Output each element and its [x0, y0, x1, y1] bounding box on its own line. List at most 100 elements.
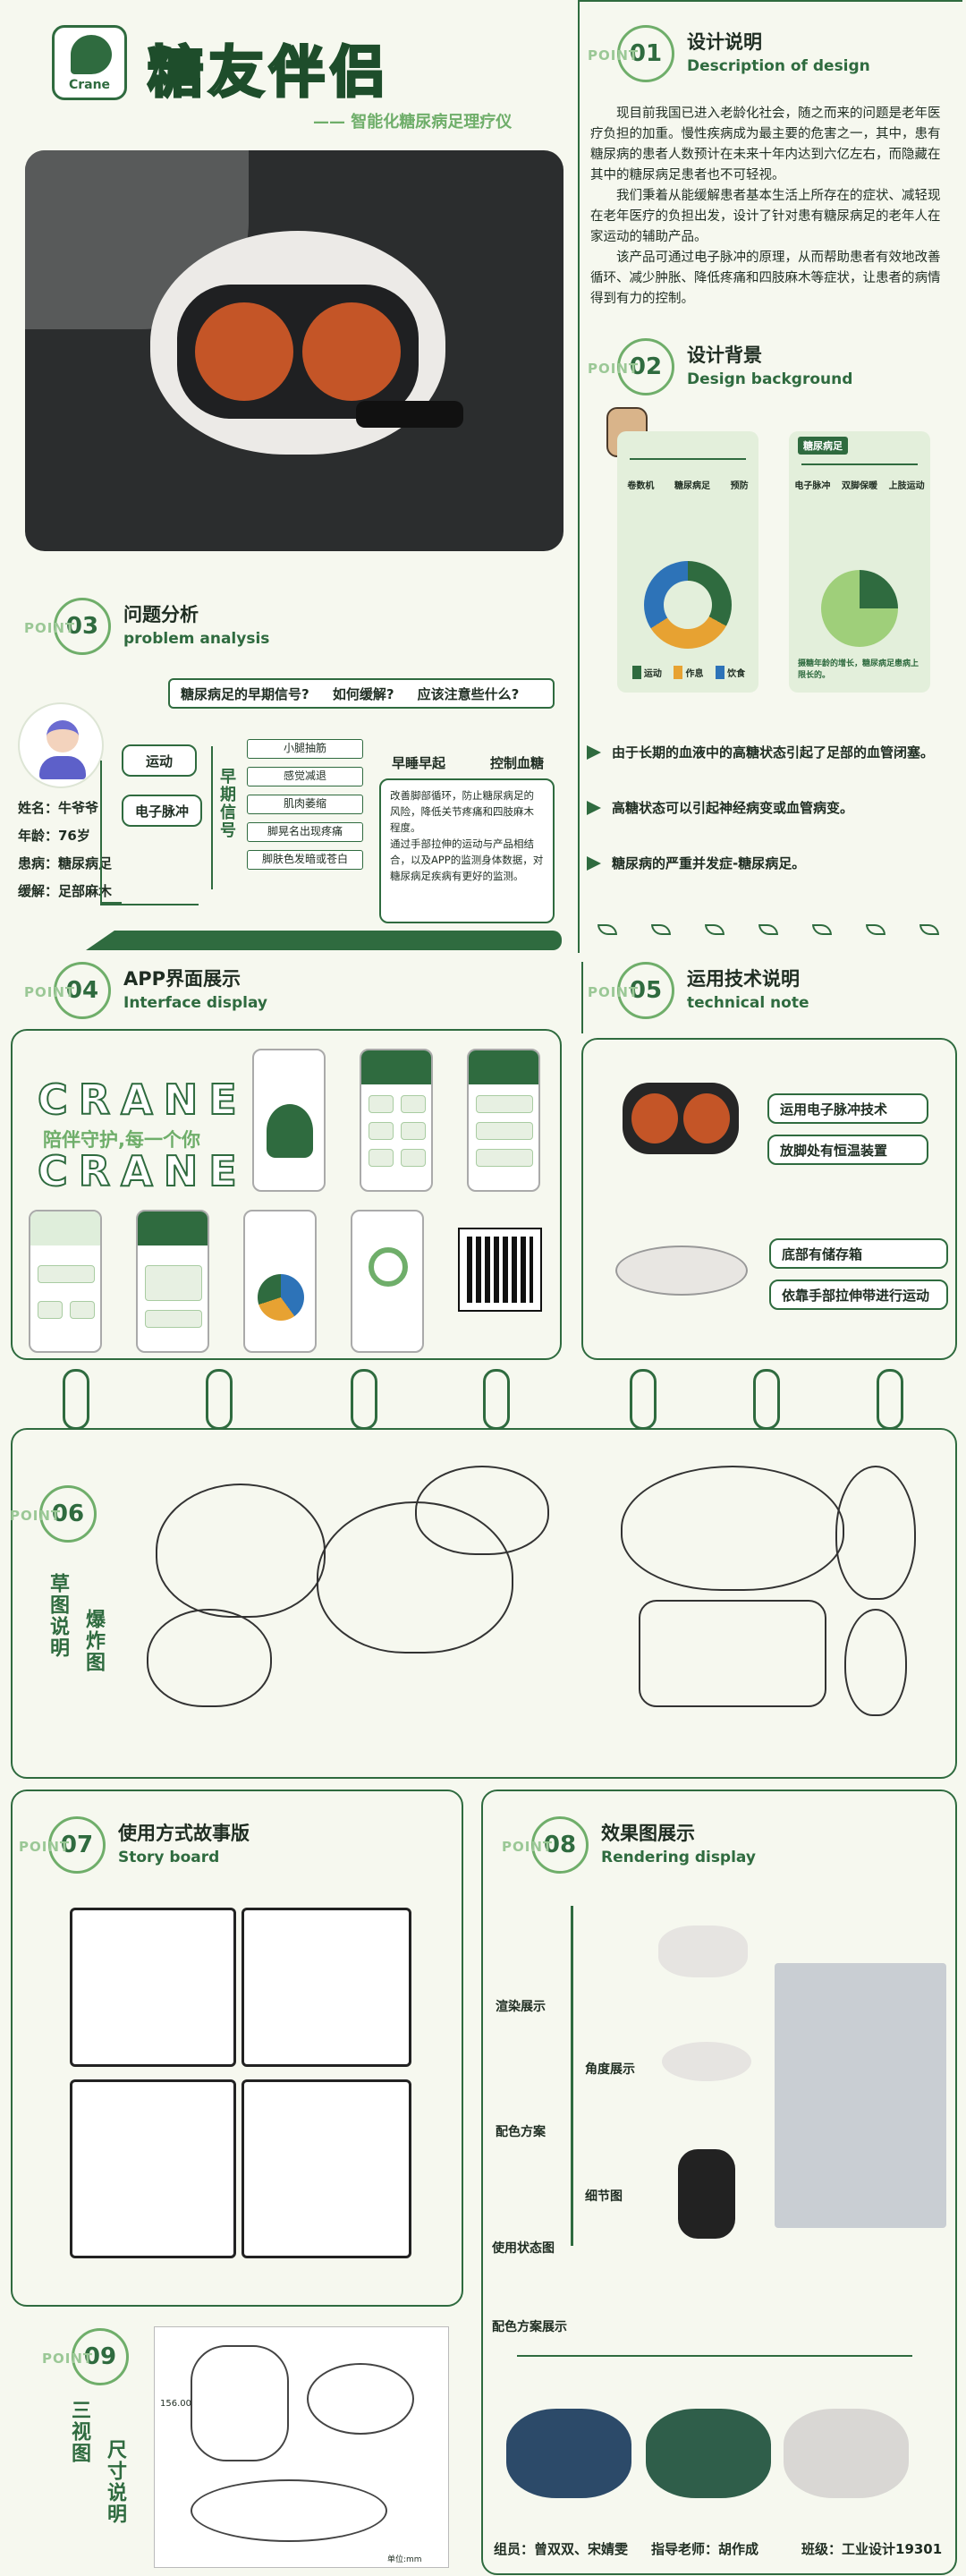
- section-title-cn: 设计背景: [687, 344, 762, 367]
- point-number: 05: [629, 977, 663, 1004]
- legend-diet: 饮食: [716, 666, 745, 679]
- background-bullet: 高糖状态可以引起神经病变或血管病变。: [587, 798, 853, 817]
- legend-rest: 作息: [674, 666, 703, 679]
- app-screen-detail: [136, 1210, 209, 1353]
- hero-product-photo: [25, 150, 564, 551]
- footer-class: 班级：工业设计19301: [801, 2541, 943, 2557]
- section-title-cn: 运用技术说明: [687, 968, 800, 990]
- footer-group: 组员：曾双双、宋婧雯: [494, 2541, 629, 2557]
- story-frame-3: [70, 2079, 236, 2258]
- background-bullet: 糖尿病的严重并发症-糖尿病足。: [587, 854, 805, 872]
- point-label: POINT: [502, 1839, 554, 1855]
- point-number: 08: [543, 1832, 577, 1858]
- technical-panel: 运用电子脉冲技术 放脚处有恒温装置 底部有储存箱 依靠手部拉伸带进行运动: [581, 1038, 957, 1360]
- story-frame-4: [242, 2079, 411, 2258]
- timeline-label: 渲染展示: [496, 2000, 546, 2014]
- point-label: POINT: [24, 984, 76, 1000]
- point-number: 07: [60, 1832, 94, 1858]
- legend-exercise: 运动: [631, 666, 662, 679]
- background-card-left: 卷数机糖尿病足预防 运动 作息 饮食: [617, 431, 758, 693]
- early-signal-label: 早期信号: [217, 768, 236, 839]
- point-label: POINT: [588, 47, 640, 64]
- point-label: POINT: [42, 2351, 94, 2367]
- crane-logo-icon: [71, 35, 112, 74]
- page-title: 糖友伴侣: [146, 38, 392, 106]
- tag-exercise: 运动: [122, 744, 197, 777]
- tech-note-band: 依靠手部拉伸带进行运动: [769, 1279, 948, 1310]
- logo: Crane: [52, 25, 127, 100]
- scheme-white: [784, 2409, 909, 2498]
- leaf-decoration: [597, 922, 966, 939]
- section-title-en: problem analysis: [123, 629, 270, 648]
- product-top-view: [623, 1083, 739, 1154]
- footer-teacher: 指导老师：胡作成: [651, 2541, 759, 2557]
- point-label: POINT: [19, 1839, 71, 1855]
- section-title-en: Design background: [687, 370, 853, 388]
- timeline-label: 角度展示: [585, 2062, 635, 2077]
- exploded-label: 爆炸图: [82, 1609, 105, 1673]
- render-detail: [678, 2149, 735, 2239]
- tech-note-storage: 底部有储存箱: [769, 1238, 948, 1269]
- design-description: 现目前我国已进入老龄化社会，随之而来的问题是老年医疗负担的加重。慢性疾病成为最主…: [590, 106, 941, 306]
- advice-box: 改善脚部循环，防止糖尿病足的风险，降低关节疼痛和四肢麻木程度。 通过手部拉伸的运…: [379, 778, 555, 923]
- section-title-cn: APP界面展示: [123, 968, 242, 990]
- three-view-label: 三视图: [68, 2400, 90, 2464]
- sketch-label: 草图说明: [47, 1573, 69, 1659]
- section-title-cn: 设计说明: [687, 31, 762, 54]
- section-title-en: Story board: [118, 1848, 220, 1866]
- usage-photo: [775, 1963, 946, 2228]
- app-screen-guide: [29, 1210, 102, 1353]
- section-title-en: technical note: [687, 993, 809, 1012]
- section-title-en: Interface display: [123, 993, 268, 1012]
- app-screen-list: [467, 1049, 540, 1192]
- timeline-label: 细节图: [585, 2189, 623, 2204]
- point-number: 03: [65, 613, 99, 640]
- question-banner: 糖尿病足的早期信号? 如何缓解? 应该注意些什么?: [168, 678, 555, 709]
- scheme-blue: [506, 2409, 631, 2498]
- background-card-right: 糖尿病足 电子脉冲双脚保暖上肢运动 摄糖年龄的增长，糖尿病足患病上限长的。: [789, 431, 930, 693]
- brand-slogan: 陪伴守护,每一个你: [43, 1129, 200, 1151]
- point-label: POINT: [24, 620, 76, 636]
- pie-chart: [821, 570, 898, 647]
- app-screen-home: [360, 1049, 433, 1192]
- render-top: [658, 1926, 748, 1977]
- story-frame-1: [70, 1908, 236, 2067]
- donut-chart: [644, 561, 732, 649]
- point-number: 04: [65, 977, 99, 1004]
- timeline-label: 配色方案: [496, 2125, 546, 2139]
- point-number: 09: [83, 2343, 117, 2370]
- background-bullet: 由于长期的血液中的高糖状态引起了足部的血管闭塞。: [587, 743, 934, 761]
- point-number: 02: [629, 353, 663, 380]
- section-title-cn: 使用方式故事版: [118, 1823, 250, 1845]
- scheme-title: 配色方案展示: [492, 2320, 567, 2334]
- point-label: POINT: [588, 984, 640, 1000]
- section-title-en: Description of design: [687, 56, 870, 75]
- timeline-label: 使用状态图: [492, 2241, 555, 2256]
- tech-note-pulse: 运用电子脉冲技术: [767, 1093, 928, 1124]
- three-view-drawing: 156.00 单位:mm: [154, 2326, 449, 2568]
- habit-control-sugar: 控制血糖: [490, 755, 545, 771]
- point-label: POINT: [10, 1508, 62, 1524]
- qr-code: [458, 1228, 542, 1312]
- section-title-en: Rendering display: [601, 1848, 756, 1866]
- section-title-cn: 效果图展示: [601, 1823, 695, 1845]
- product-side-view: [615, 1245, 748, 1296]
- app-screen-progress: [351, 1210, 424, 1353]
- patient-profile: 姓名：牛爷爷 年龄：76岁 患病：糖尿病足 缓解：足部麻木: [18, 800, 113, 899]
- habit-early-sleep: 早睡早起: [392, 755, 446, 771]
- point-label: POINT: [588, 361, 640, 377]
- point-number: 01: [629, 40, 663, 67]
- story-frame-2: [242, 1908, 411, 2067]
- brand-wordmark: CRANE: [37, 1075, 248, 1125]
- signal-list: 小腿抽筋 感觉减退 肌肉萎缩 脚晃名出现疼痛 脚肤色发暗或苍白: [247, 739, 363, 870]
- scheme-green: [646, 2409, 771, 2498]
- app-interface-panel: CRANE 陪伴守护,每一个你 CRANE: [11, 1029, 562, 1360]
- app-screen-stats: [243, 1210, 317, 1353]
- section-title-cn: 问题分析: [123, 604, 199, 626]
- page-subtitle: —— 智能化糖尿病足理疗仪: [313, 113, 513, 132]
- render-side: [662, 2042, 751, 2081]
- avatar: [18, 702, 104, 788]
